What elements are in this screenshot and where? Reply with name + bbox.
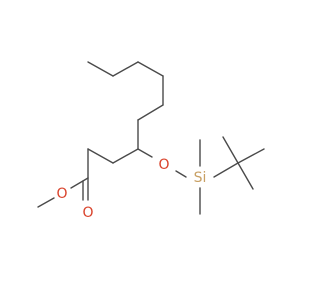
bond-c4-o-ether [137, 148, 153, 158]
bond-c3-c2 [87, 148, 114, 164]
bond-c6-c5 [137, 104, 164, 121]
carbonyl-oxygen-label: O [82, 205, 93, 221]
tbs-ether-group [137, 136, 265, 215]
bond-si-cquat [213, 162, 239, 178]
bond-cquat-methyl-c [222, 136, 239, 164]
ester-group [37, 148, 89, 208]
silicon-label: Si [194, 170, 207, 186]
bond-c9-c8 [112, 61, 139, 77]
bond-c8-c7 [137, 61, 164, 77]
bond-c10-c9 [87, 61, 114, 77]
molecule-structure: O O O Si [37, 61, 265, 221]
bond-o-methyl [37, 197, 55, 208]
ether-oxygen-label: O [158, 157, 169, 173]
bond-c1-o-ester [70, 177, 89, 189]
bond-o-si [175, 170, 187, 178]
bond-c4-c3 [112, 148, 139, 164]
ester-oxygen-label: O [56, 186, 67, 202]
bond-cquat-methyl-b [237, 148, 265, 164]
hexyl-chain [87, 61, 164, 164]
bond-cquat-methyl-a [237, 162, 254, 190]
